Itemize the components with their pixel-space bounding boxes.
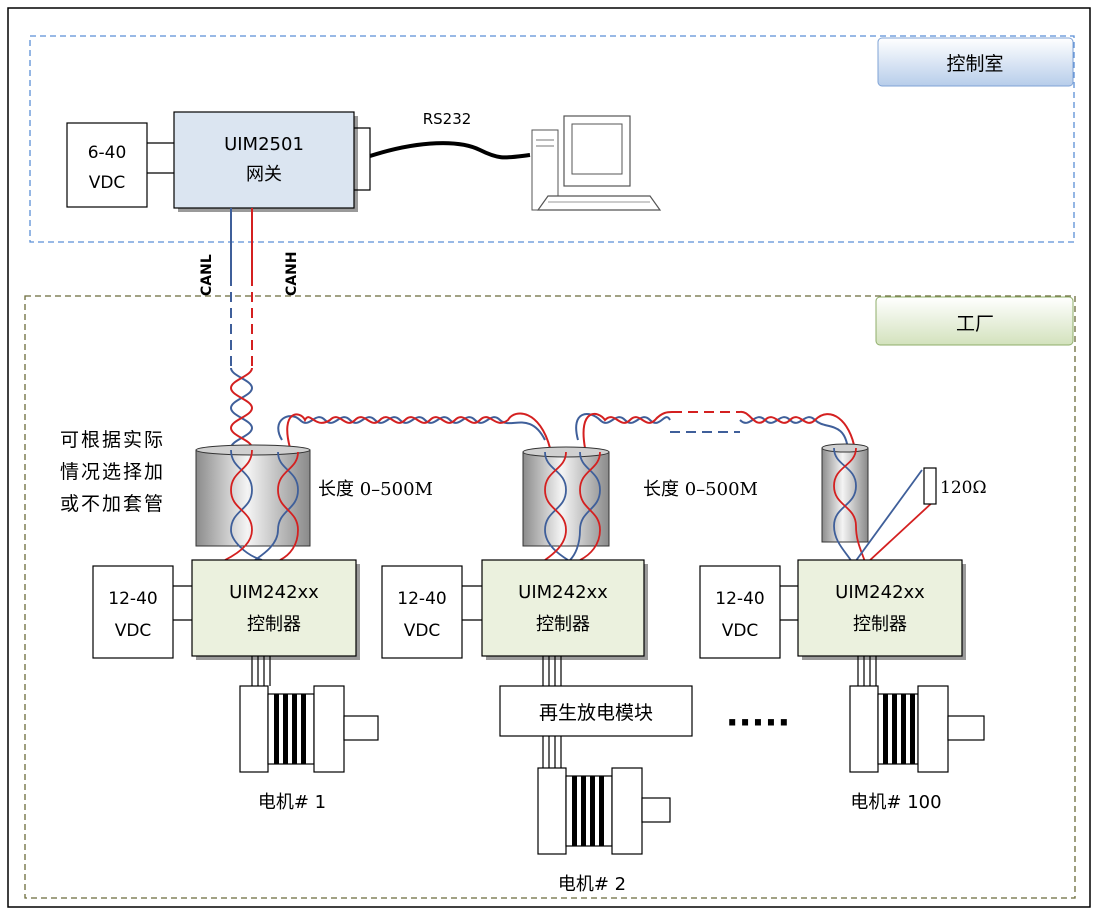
node-2-motor-icon [537, 767, 671, 855]
regen-module-label: 再生放电模块 [539, 702, 653, 724]
twisted-pair-link-1 [277, 412, 551, 449]
rs232-connector [354, 127, 371, 191]
node-2-power-box [381, 565, 463, 659]
twisted-pair-drop [229, 367, 254, 449]
node-2-name: 控制器 [536, 614, 590, 635]
twisted-pair-link-2 [575, 410, 856, 451]
node-3-power-line1: 12-40 [715, 589, 764, 609]
node-3-motor-icon [849, 685, 985, 773]
factory-label: 工厂 [956, 313, 994, 335]
node-1-controller [191, 559, 357, 657]
sleeve-node-3 [821, 443, 869, 563]
computer-icon [531, 115, 662, 211]
node-1-power-line1: 12-40 [108, 589, 157, 609]
control-room-label: 控制室 [946, 53, 1003, 75]
node-2-power-line1: 12-40 [397, 589, 446, 609]
gateway-power-line2: VDC [89, 173, 126, 193]
node-3-controller [797, 559, 963, 657]
node-2-power-line2: VDC [404, 621, 441, 641]
node-1: 12-40 VDC UIM242xx 控制器 电机# 1 [92, 559, 379, 813]
gateway-box [173, 111, 355, 209]
node-2-motor-label: 电机# 2 [558, 874, 626, 895]
node-2-model: UIM242xx [518, 582, 608, 603]
gateway-model: UIM2501 [224, 134, 304, 155]
control-room-zone [29, 35, 1075, 243]
canh-label: CANH [284, 251, 300, 296]
node-2-controller [481, 559, 645, 657]
gateway-power-box [66, 122, 148, 208]
node-3-name: 控制器 [853, 614, 907, 635]
sleeve-node-1 [195, 444, 311, 561]
canl-label: CANL [199, 254, 215, 296]
outer-frame [7, 7, 1091, 908]
terminator-resistor [854, 467, 937, 563]
node-1-motor-icon [239, 685, 379, 773]
node-3-power-box [699, 565, 781, 659]
factory-zone [24, 295, 1076, 899]
node-2: 12-40 VDC UIM242xx 控制器 再生放电模块 电机# 2 [381, 559, 693, 895]
node-3-power-line2: VDC [722, 621, 759, 641]
sleeve-note-line3: 或不加套管 [60, 493, 165, 515]
rs232-label: RS232 [423, 110, 472, 128]
control-room-tab [877, 37, 1074, 87]
sleeve-note-line1: 可根据实际 [60, 429, 165, 451]
length-label-1: 长度 0–500M [318, 479, 433, 500]
node-1-power-line2: VDC [115, 621, 152, 641]
sleeve-node-2 [522, 446, 610, 561]
ellipsis: ····· [726, 703, 791, 743]
gateway-name: 网关 [246, 164, 282, 185]
length-label-2: 长度 0–500M [643, 479, 758, 500]
regen-module-box [499, 685, 693, 737]
node-3-motor-label: 电机# 100 [850, 792, 941, 813]
node-1-motor-label: 电机# 1 [258, 792, 326, 813]
sleeve-note-line2: 情况选择加 [60, 461, 165, 483]
terminator-label: 120Ω [940, 478, 987, 498]
factory-tab [875, 296, 1074, 346]
node-3: 12-40 VDC UIM242xx 控制器 电机# 100 [699, 559, 985, 813]
node-1-name: 控制器 [247, 614, 301, 635]
node-1-model: UIM242xx [229, 582, 319, 603]
node-1-power-box [92, 565, 174, 659]
node-3-model: UIM242xx [835, 582, 925, 603]
gateway-power-line1: 6-40 [88, 143, 127, 163]
rs232-cable [369, 141, 531, 160]
